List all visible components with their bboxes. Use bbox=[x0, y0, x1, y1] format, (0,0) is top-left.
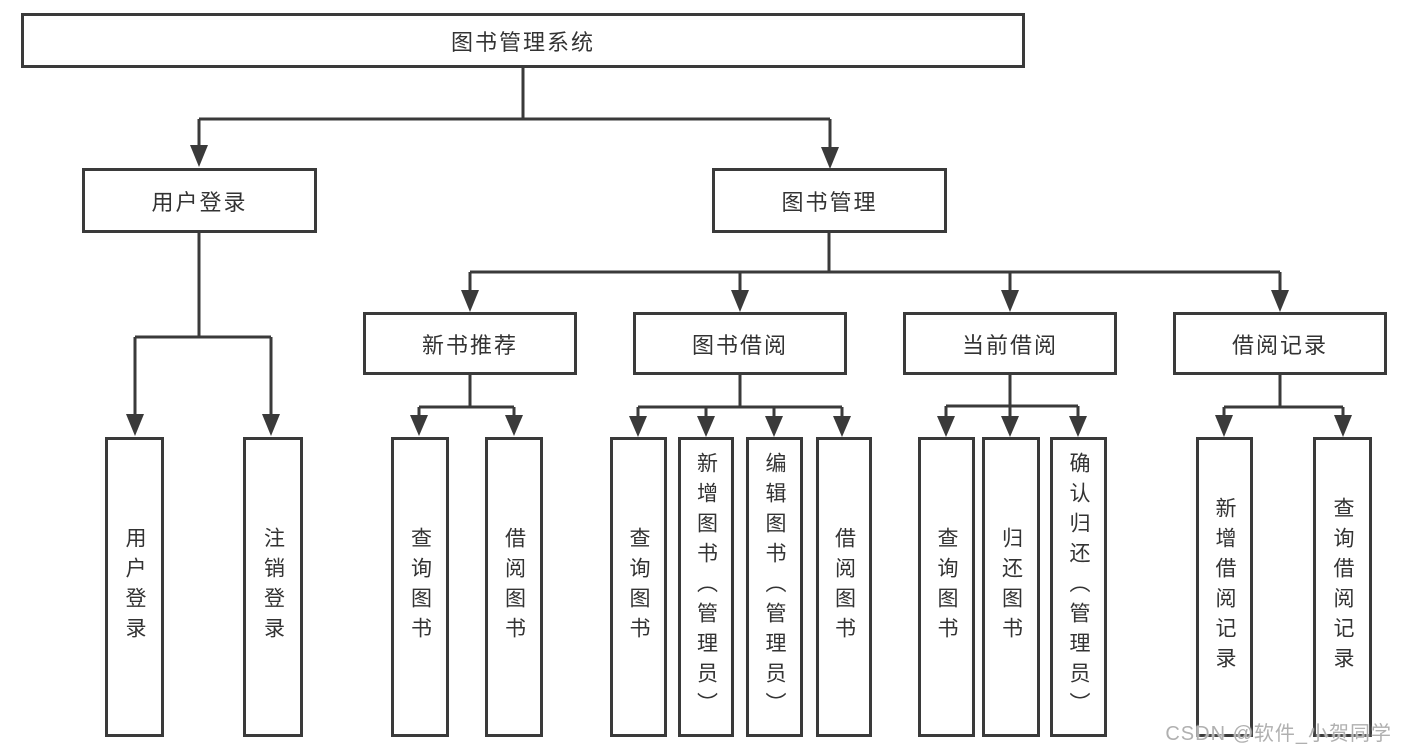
leaf-return-book-label: 归还图书 bbox=[999, 527, 1023, 647]
leaf-add-book-admin-label: 新增图书（管理员） bbox=[694, 452, 718, 722]
node-current-borrowing-label: 当前借阅 bbox=[961, 332, 1058, 358]
node-book-management: 图书管理 bbox=[712, 168, 947, 233]
leaf-query-book-borrow: 查询图书 bbox=[610, 437, 667, 737]
leaf-borrow-book-label: 借阅图书 bbox=[832, 527, 856, 647]
leaf-confirm-return-admin: 确认归还（管理员） bbox=[1050, 437, 1107, 737]
leaf-return-book: 归还图书 bbox=[982, 437, 1040, 737]
node-root-label: 图书管理系统 bbox=[450, 29, 595, 55]
leaf-logout: 注销登录 bbox=[243, 437, 303, 737]
leaf-borrow-book: 借阅图书 bbox=[816, 437, 872, 737]
leaf-borrow-book-recommend: 借阅图书 bbox=[485, 437, 543, 737]
node-root: 图书管理系统 bbox=[21, 13, 1025, 68]
leaf-query-borrow-record: 查询借阅记录 bbox=[1313, 437, 1372, 737]
node-user-login: 用户登录 bbox=[82, 168, 317, 233]
leaf-query-borrow-record-label: 查询借阅记录 bbox=[1331, 497, 1354, 677]
leaf-add-book-admin: 新增图书（管理员） bbox=[678, 437, 734, 737]
leaf-query-book-recommend: 查询图书 bbox=[391, 437, 449, 737]
leaf-query-book-current-label: 查询图书 bbox=[935, 527, 958, 647]
csdn-watermark: CSDN @软件_小贺同学 bbox=[1165, 723, 1392, 745]
leaf-edit-book-admin: 编辑图书（管理员） bbox=[746, 437, 803, 737]
leaf-query-book-borrow-label: 查询图书 bbox=[627, 527, 650, 647]
node-new-book-recommend: 新书推荐 bbox=[363, 312, 577, 375]
leaf-user-login-label: 用户登录 bbox=[123, 527, 146, 647]
leaf-query-book-recommend-label: 查询图书 bbox=[408, 527, 432, 647]
leaf-confirm-return-admin-label: 确认归还（管理员） bbox=[1067, 452, 1090, 722]
node-user-login-label: 用户登录 bbox=[151, 189, 248, 215]
node-borrowing-records: 借阅记录 bbox=[1173, 312, 1387, 375]
node-borrowing-records-label: 借阅记录 bbox=[1231, 332, 1328, 358]
node-book-management-label: 图书管理 bbox=[781, 189, 878, 215]
node-book-borrowing: 图书借阅 bbox=[633, 312, 847, 375]
node-current-borrowing: 当前借阅 bbox=[903, 312, 1117, 375]
node-book-borrowing-label: 图书借阅 bbox=[691, 332, 788, 358]
arrowheads bbox=[126, 145, 1352, 437]
leaf-logout-label: 注销登录 bbox=[261, 527, 285, 647]
leaf-add-borrow-record: 新增借阅记录 bbox=[1196, 437, 1253, 737]
node-new-book-recommend-label: 新书推荐 bbox=[421, 332, 518, 358]
leaf-user-login: 用户登录 bbox=[105, 437, 164, 737]
leaf-borrow-book-recommend-label: 借阅图书 bbox=[502, 527, 526, 647]
leaf-query-book-current: 查询图书 bbox=[918, 437, 975, 737]
leaf-edit-book-admin-label: 编辑图书（管理员） bbox=[763, 452, 786, 722]
leaf-add-borrow-record-label: 新增借阅记录 bbox=[1213, 497, 1236, 677]
